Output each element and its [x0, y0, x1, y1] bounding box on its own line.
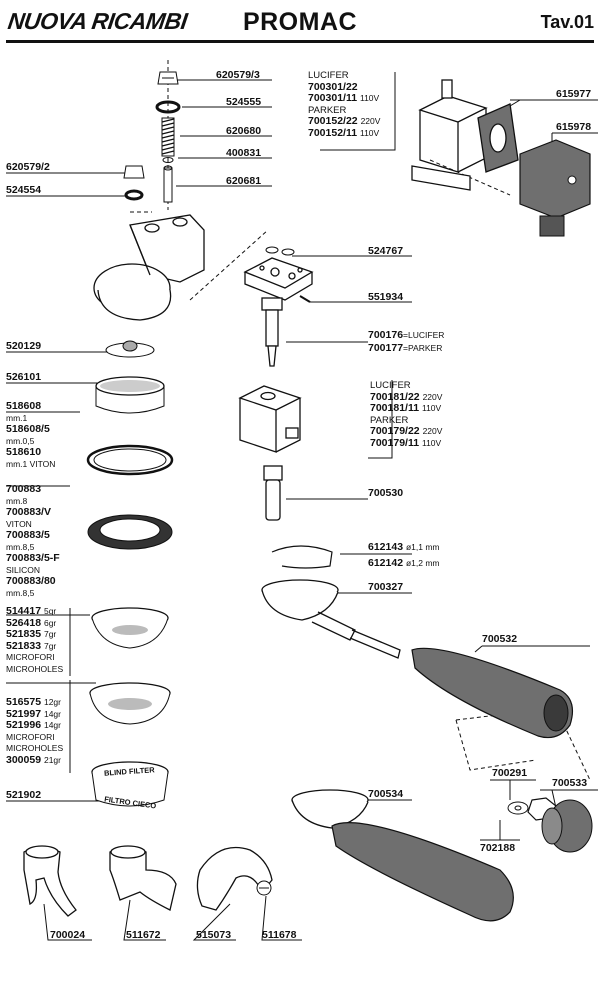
label-612143: 612143 ø1,1 mm: [368, 541, 440, 553]
header-rule: [6, 40, 594, 43]
blind-filter-521902: [91, 761, 169, 807]
handle-700532: [411, 647, 573, 739]
connector-615978: [519, 139, 591, 237]
oring-400831: [162, 157, 174, 163]
label-526101: 526101: [6, 371, 42, 383]
screw-511678: [256, 880, 272, 896]
label-700883-group: 700883 mm.8 700883/V VITON 700883/5 mm.8…: [6, 483, 60, 598]
label-702188: 702188: [480, 842, 516, 854]
portafilter-700327: [261, 579, 401, 659]
spring-clip-612143: [271, 545, 333, 569]
screen-520129: [105, 340, 155, 358]
label-520129: 520129: [6, 340, 42, 352]
label-524555: 524555: [226, 96, 262, 108]
spout-511672: [109, 845, 177, 911]
gasket-615977: [477, 103, 519, 173]
shower-526101: [95, 376, 165, 414]
label-700177: 700177=PARKER: [368, 342, 443, 354]
label-524554: 524554: [6, 184, 42, 196]
label-basket-1cup-group: 514417 5gr 526418 6gr 521835 7gr 521833 …: [6, 605, 64, 674]
leader-lines: [6, 79, 598, 841]
label-700327: 700327: [368, 581, 404, 593]
oring-524767-b: [281, 248, 295, 256]
portafilter-700534: [291, 789, 369, 829]
knob-700533: [541, 799, 593, 853]
valve-top-codes: LUCIFER 700301/22 700301/11 110V PARKER …: [308, 70, 381, 139]
label-620680: 620680: [226, 125, 262, 137]
spring-620680: [161, 117, 175, 157]
valve-mid-codes: LUCIFER 700181/22 220V 700181/11 110V PA…: [370, 380, 443, 449]
brand-title: PROMAC: [242, 8, 358, 36]
pin-620681: [163, 165, 173, 203]
label-700534: 700534: [368, 788, 404, 800]
label-700176: 700176=LUCIFER: [368, 329, 445, 341]
bracket-lines: [69, 72, 396, 773]
header: NUOVA RICAMBI PROMAC Tav.01: [0, 0, 600, 48]
label-511672: 511672: [126, 929, 161, 941]
oring-524554: [124, 189, 144, 201]
label-700291: 700291: [492, 767, 528, 779]
label-615978: 615978: [556, 121, 592, 133]
label-551934: 551934: [368, 291, 404, 303]
label-521902: 521902: [6, 789, 42, 801]
label-700532: 700532: [482, 633, 518, 645]
valve-body-plate: [243, 257, 314, 301]
screw-620579-3: [157, 71, 179, 85]
table-number: Tav.01: [540, 12, 594, 32]
filter-basket-2cup: [89, 682, 171, 725]
washer-700291: [507, 801, 529, 815]
gasket-700883: [87, 514, 173, 550]
solenoid-coil-mid: [238, 385, 302, 453]
label-620579-3: 620579/3: [216, 69, 260, 81]
label-518608-group: 518608 mm.1 518608/5 mm.0,5 518610 mm.1 …: [6, 400, 56, 469]
label-basket-2cup-group: 516575 12gr 521997 14gr 521996 14gr MICR…: [6, 696, 64, 766]
label-515073: 515073: [196, 929, 232, 941]
label-511678: 511678: [262, 929, 297, 941]
screw-551934: [299, 295, 311, 303]
label-524767: 524767: [368, 245, 404, 257]
plunger-700530: [263, 465, 283, 521]
spout-700024: [23, 845, 77, 917]
oring-524767-a: [265, 246, 279, 254]
valve-stem: [261, 297, 283, 367]
label-700533: 700533: [552, 777, 588, 789]
label-400831: 400831: [226, 147, 262, 159]
label-700024: 700024: [50, 929, 86, 941]
filter-basket-1cup: [91, 607, 169, 649]
screw-620579-2: [123, 165, 145, 179]
label-615977: 615977: [556, 88, 592, 100]
spout-515073: [196, 846, 273, 911]
label-620681: 620681: [226, 175, 262, 187]
label-620579-2: 620579/2: [6, 161, 50, 173]
gasket-518608: [86, 444, 174, 476]
label-700530: 700530: [368, 487, 404, 499]
label-612142: 612142 ø1,2 mm: [368, 557, 440, 569]
handle-700534: [331, 822, 514, 922]
oring-524555: [155, 100, 181, 114]
group-head: [93, 214, 205, 321]
